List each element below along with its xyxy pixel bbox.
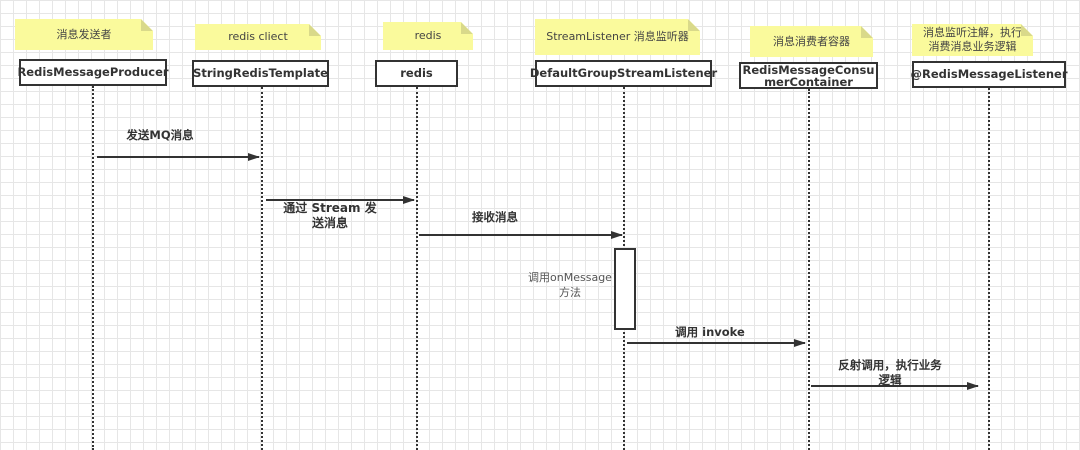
- note-fold-icon: [309, 24, 321, 36]
- note-listener-annotation: 消息监听注解，执行 消费消息业务逻辑: [912, 24, 1033, 56]
- note-redis: redis: [383, 22, 473, 50]
- activation-label: 调用onMessage 方法: [528, 271, 612, 299]
- participant-label: redis: [400, 66, 433, 80]
- participant-label: DefaultGroupStreamListener: [529, 66, 718, 80]
- note-text: 消息监听注解，执行 消费消息业务逻辑: [923, 26, 1022, 53]
- note-consumer-container: 消息消费者容器: [750, 26, 873, 57]
- message-label-reflect-call: 反射调用，执行业务 逻辑: [838, 358, 942, 387]
- message-label-invoke: 调用 invoke: [675, 325, 745, 339]
- note-fold-icon: [861, 26, 873, 38]
- lifeline-redis-message-consumer-container: [808, 89, 810, 450]
- note-redis-client: redis cliect: [195, 24, 321, 50]
- message-label-receive: 接收消息: [472, 210, 518, 224]
- note-fold-icon: [141, 19, 153, 31]
- participant-redis-message-producer[interactable]: RedisMessageProducer: [17, 59, 169, 86]
- participant-redis-message-listener[interactable]: @RedisMessageListener: [910, 61, 1068, 88]
- note-text: redis cliect: [228, 30, 288, 43]
- message-label-send-mq: 发送MQ消息: [126, 128, 194, 142]
- note-message-sender: 消息发送者: [15, 19, 153, 50]
- note-fold-icon: [1021, 24, 1033, 36]
- note-fold-icon: [461, 22, 473, 34]
- note-fold-icon: [688, 19, 700, 31]
- lifeline-redis-message-listener: [988, 88, 990, 450]
- message-label-send-via-stream: 通过 Stream 发 送消息: [283, 201, 377, 230]
- note-text: 消息发送者: [56, 27, 112, 41]
- lifeline-redis: [416, 87, 418, 450]
- lifeline-string-redis-template: [261, 87, 263, 450]
- note-text: 消息消费者容器: [773, 34, 850, 48]
- participant-default-group-stream-listener[interactable]: DefaultGroupStreamListener: [530, 60, 717, 87]
- participant-label: StringRedisTemplate: [193, 66, 328, 80]
- activation-bar: [614, 248, 636, 330]
- lifeline-redis-message-producer: [92, 86, 94, 450]
- participant-label: RedisMessageConsu merContainer: [742, 62, 875, 89]
- participant-string-redis-template[interactable]: StringRedisTemplate: [192, 60, 329, 87]
- participant-label: RedisMessageProducer: [17, 65, 169, 79]
- note-stream-listener: StreamListener 消息监听器: [535, 19, 700, 55]
- participant-redis-message-consumer-container[interactable]: RedisMessageConsu merContainer: [739, 62, 878, 89]
- participant-label: @RedisMessageListener: [910, 67, 1068, 81]
- note-text: StreamListener 消息监听器: [546, 30, 689, 43]
- note-text: redis: [414, 29, 442, 42]
- participant-redis[interactable]: redis: [375, 60, 458, 87]
